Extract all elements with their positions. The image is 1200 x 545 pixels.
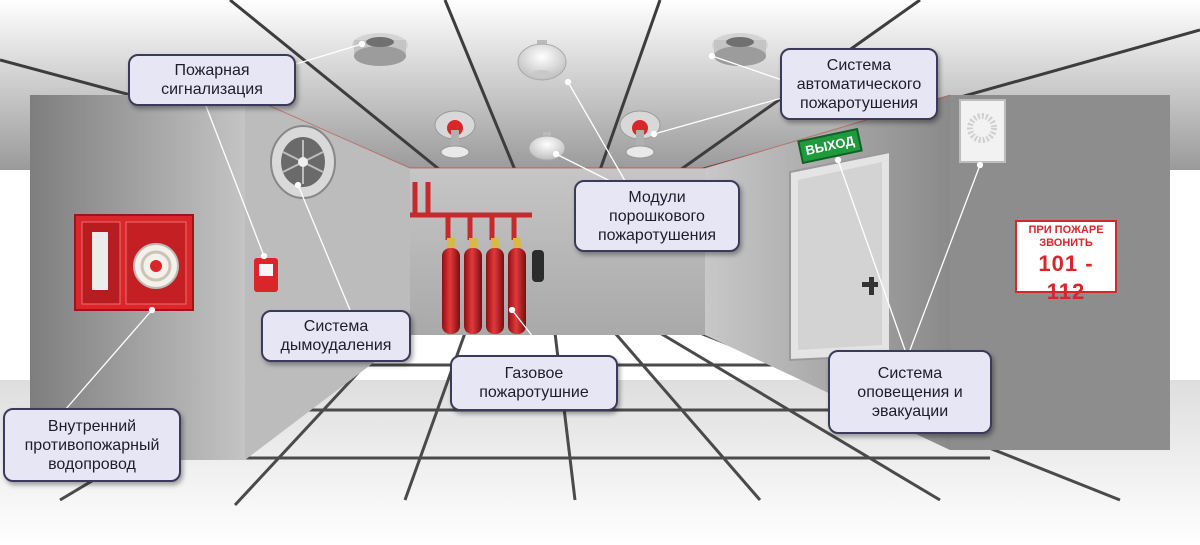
sprinkler-left	[434, 110, 476, 159]
callout-fire-alarm: Пожарная сигнализация	[128, 54, 296, 106]
callout-powder-modules-text: Модули порошкового пожаротушения	[597, 188, 717, 244]
smoke-removal-valve	[270, 125, 336, 199]
callout-internal-hydrant: Внутренний противопожарный водопровод	[3, 408, 181, 482]
smoke-detector-left	[352, 33, 408, 66]
callout-smoke-removal: Система дымоудаления	[261, 310, 411, 362]
smoke-detector-right	[712, 33, 768, 66]
callout-gas-extinguishing-text: Газовое пожаротушние	[479, 365, 589, 401]
callout-warning-evacuation: Система оповещения и эвакуации	[828, 350, 992, 434]
pointer-lines	[64, 40, 984, 411]
fire-sign-numbers: 101 - 112	[1038, 251, 1094, 304]
fire-warning-sign: ПРИ ПОЖАРЕ ЗВОНИТЬ 101 - 112	[1016, 224, 1116, 306]
callout-fire-alarm-text: Пожарная сигнализация	[161, 62, 263, 98]
callout-auto-extinguishing: Система автоматического пожаротушения	[780, 48, 938, 120]
sprinkler-right	[619, 110, 661, 159]
fire-warning-sign-box	[1015, 220, 1117, 293]
powder-module-upper	[517, 40, 567, 81]
callout-smoke-removal-text: Система дымоудаления	[280, 318, 392, 354]
exit-sign-box	[797, 127, 863, 165]
gas-cylinders	[410, 182, 544, 334]
fire-sign-line2: ЗВОНИТЬ	[1039, 237, 1093, 249]
loudspeaker	[959, 99, 1006, 163]
callout-gas-extinguishing: Газовое пожаротушние	[450, 355, 618, 411]
fire-sign-line1: ПРИ ПОЖАРЕ	[1028, 224, 1104, 236]
callout-warning-evacuation-text: Система оповещения и эвакуации	[857, 364, 963, 420]
exit-door	[789, 150, 891, 362]
callout-internal-hydrant-text: Внутренний противопожарный водопровод	[24, 417, 160, 473]
fire-hose-cabinet	[74, 214, 194, 311]
manual-call-point	[254, 258, 278, 292]
callout-powder-modules: Модули порошкового пожаротушения	[574, 180, 740, 252]
callout-auto-extinguishing-text: Система автоматического пожаротушения	[796, 56, 922, 112]
